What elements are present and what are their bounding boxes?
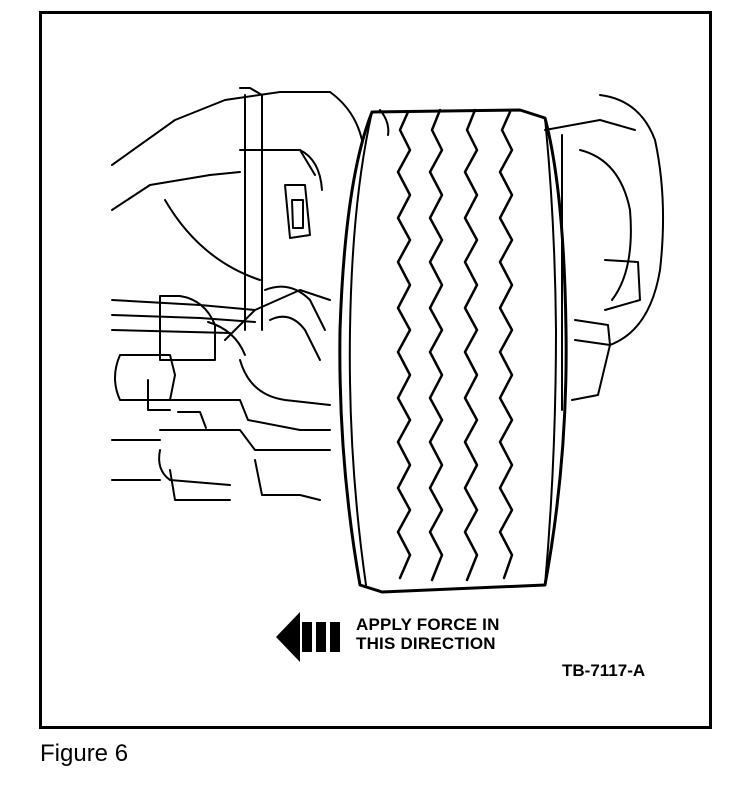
callout-line-2: THIS DIRECTION bbox=[356, 634, 496, 653]
hub-linework bbox=[329, 91, 665, 411]
drawing-code: TB-7117-A bbox=[562, 661, 646, 680]
force-direction-callout: APPLY FORCE IN THIS DIRECTION bbox=[356, 615, 500, 653]
figure-caption: Figure 6 bbox=[40, 740, 129, 767]
tire bbox=[338, 108, 568, 594]
callout-line-1: APPLY FORCE IN bbox=[356, 615, 500, 634]
figure-frame bbox=[39, 11, 712, 729]
suspension-linework bbox=[111, 87, 331, 501]
left-arrow-icon bbox=[276, 612, 340, 662]
